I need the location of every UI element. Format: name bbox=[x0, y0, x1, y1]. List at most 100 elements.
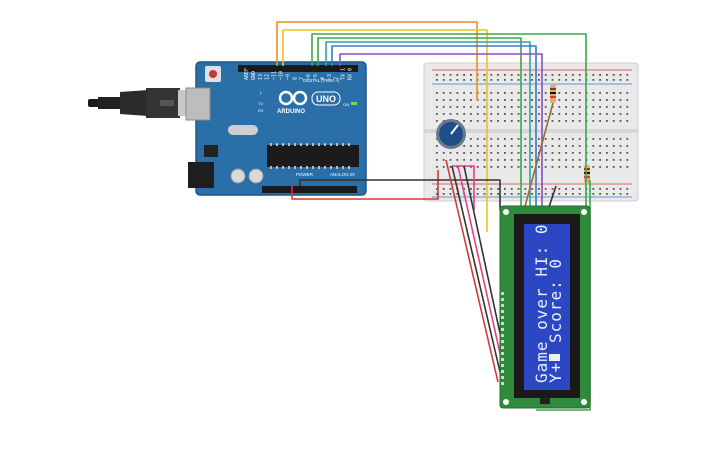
breadboard-hole bbox=[463, 159, 465, 161]
breadboard-hole bbox=[538, 138, 540, 140]
lcd-line-1: Game over HI: 0 bbox=[532, 224, 551, 384]
breadboard-hole bbox=[456, 79, 459, 81]
breadboard-hole bbox=[619, 166, 622, 168]
breadboard-hole bbox=[483, 152, 486, 154]
breadboard-hole bbox=[572, 74, 574, 76]
breadboard-hole bbox=[565, 138, 567, 140]
breadboard-hole bbox=[483, 120, 486, 122]
breadboard-hole bbox=[572, 193, 574, 195]
breadboard-hole bbox=[490, 79, 493, 81]
breadboard-hole bbox=[442, 99, 445, 101]
breadboard-hole bbox=[531, 92, 533, 94]
breadboard-hole bbox=[470, 138, 472, 140]
analog-header-label: ANALOG IN bbox=[330, 172, 355, 177]
pin-label: ~10 bbox=[279, 71, 285, 80]
breadboard-hole bbox=[572, 113, 574, 115]
breadboard-hole bbox=[558, 166, 561, 168]
breadboard-hole bbox=[565, 106, 567, 108]
breadboard-hole bbox=[551, 193, 554, 195]
lcd-pin bbox=[501, 328, 504, 331]
breadboard-hole bbox=[524, 113, 527, 115]
breadboard-hole bbox=[524, 166, 527, 168]
breadboard-hole bbox=[436, 74, 438, 76]
breadboard-hole bbox=[490, 92, 493, 94]
breadboard-hole bbox=[612, 152, 615, 154]
breadboard-hole bbox=[510, 113, 513, 115]
breadboard-hole bbox=[442, 79, 445, 81]
breadboard-hole bbox=[599, 92, 601, 94]
breadboard-hole bbox=[517, 92, 520, 94]
breadboard-hole bbox=[483, 166, 486, 168]
wire-green bbox=[317, 37, 522, 210]
wire-pink-lcd bbox=[457, 165, 503, 363]
breadboard-hole bbox=[558, 113, 561, 115]
breadboard-hole bbox=[497, 188, 499, 190]
breadboard-hole bbox=[517, 99, 520, 101]
arduino-logo-icon bbox=[278, 90, 308, 106]
breadboard-hole bbox=[483, 159, 486, 161]
breadboard-hole bbox=[517, 188, 520, 190]
pin-label: 2 bbox=[334, 77, 340, 80]
breadboard-hole bbox=[592, 145, 595, 147]
breadboard-hole bbox=[544, 106, 547, 108]
breadboard-hole bbox=[504, 138, 506, 140]
breadboard-hole bbox=[504, 79, 506, 81]
breadboard-hole bbox=[470, 79, 472, 81]
breadboard-hole bbox=[544, 79, 547, 81]
breadboard-hole bbox=[551, 152, 554, 154]
breadboard-hole bbox=[592, 188, 595, 190]
breadboard-hole bbox=[524, 159, 527, 161]
breadboard-hole bbox=[442, 159, 445, 161]
breadboard-hole bbox=[606, 79, 608, 81]
breadboard-hole bbox=[504, 99, 506, 101]
breadboard-hole bbox=[470, 152, 472, 154]
breadboard-hole bbox=[592, 138, 595, 140]
breadboard-hole bbox=[612, 106, 615, 108]
breadboard-hole bbox=[504, 113, 506, 115]
breadboard-hole bbox=[470, 193, 472, 195]
breadboard-hole bbox=[558, 159, 561, 161]
breadboard-hole bbox=[544, 193, 547, 195]
breadboard-hole bbox=[626, 113, 629, 115]
breadboard-hole bbox=[470, 113, 472, 115]
breadboard-hole bbox=[524, 92, 527, 94]
breadboard-hole bbox=[517, 74, 520, 76]
lcd-pin bbox=[501, 316, 504, 319]
breadboard-hole bbox=[436, 120, 438, 122]
potentiometer[interactable] bbox=[436, 119, 466, 149]
breadboard-hole bbox=[612, 188, 615, 190]
breadboard-hole bbox=[544, 113, 547, 115]
breadboard-hole bbox=[463, 113, 465, 115]
l-led-label: L bbox=[260, 90, 263, 95]
breadboard-hole bbox=[558, 193, 561, 195]
breadboard-hole bbox=[538, 99, 540, 101]
breadboard-hole bbox=[456, 159, 459, 161]
breadboard-hole bbox=[510, 79, 513, 81]
wire-purple bbox=[339, 53, 543, 210]
breadboard-hole bbox=[572, 120, 574, 122]
breadboard-hole bbox=[619, 74, 622, 76]
breadboard-hole bbox=[565, 99, 567, 101]
breadboard-hole bbox=[558, 106, 561, 108]
breadboard-hole bbox=[612, 120, 615, 122]
breadboard-hole bbox=[606, 138, 608, 140]
breadboard-hole bbox=[497, 193, 499, 195]
breadboard-hole bbox=[436, 166, 438, 168]
breadboard-hole bbox=[476, 113, 479, 115]
pin-label: ~5 bbox=[313, 74, 319, 80]
breadboard-hole bbox=[612, 79, 615, 81]
breadboard-hole bbox=[599, 79, 601, 81]
breadboard-hole bbox=[619, 120, 622, 122]
breadboard-hole bbox=[504, 152, 506, 154]
rx-led-label: RX bbox=[258, 108, 264, 113]
breadboard-hole bbox=[497, 99, 499, 101]
breadboard-hole bbox=[612, 166, 615, 168]
breadboard-hole bbox=[449, 193, 452, 195]
breadboard-hole bbox=[497, 106, 499, 108]
lcd-pin bbox=[501, 340, 504, 343]
breadboard-hole bbox=[483, 193, 486, 195]
breadboard-hole bbox=[470, 188, 472, 190]
breadboard-hole bbox=[524, 152, 527, 154]
pin-label: 4 bbox=[320, 77, 326, 80]
